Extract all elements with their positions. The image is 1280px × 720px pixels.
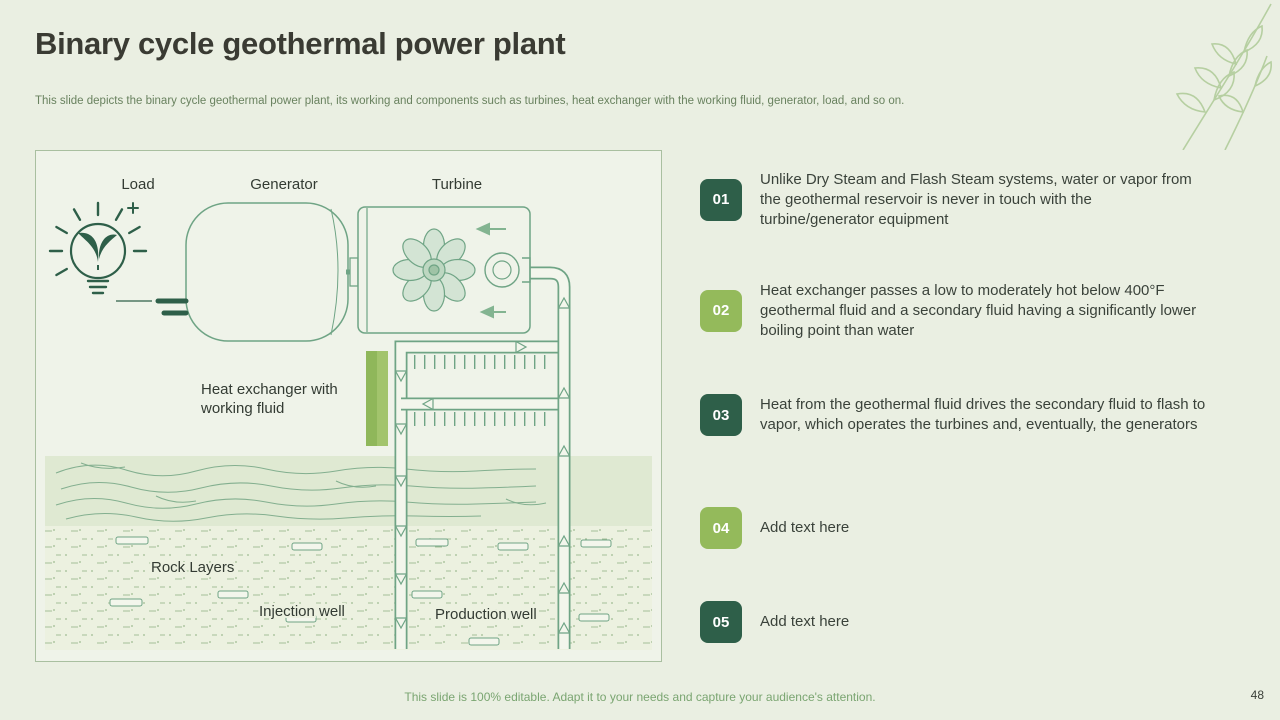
point-text: Heat from the geothermal fluid drives th… bbox=[760, 396, 1206, 433]
grass-strokes bbox=[55, 462, 547, 522]
numbered-point-01: 01 Unlike Dry Steam and Flash Steam syst… bbox=[700, 170, 1210, 229]
page-number: 48 bbox=[1250, 688, 1264, 702]
point-text: Unlike Dry Steam and Flash Steam systems… bbox=[760, 171, 1192, 228]
label-generator: Generator bbox=[250, 176, 318, 193]
diagram-panel: Load Generator Turbine Heat exchanger wi… bbox=[35, 150, 662, 662]
label-rock-layers: Rock Layers bbox=[151, 559, 234, 576]
point-text: Heat exchanger passes a low to moderatel… bbox=[760, 282, 1197, 339]
turbine-flow-arrows bbox=[475, 222, 506, 319]
numbered-point-03: 03 Heat from the geothermal fluid drives… bbox=[700, 394, 1210, 436]
turbine-shape bbox=[357, 206, 531, 334]
label-heat-exchanger-line1: Heat exchanger with bbox=[201, 381, 338, 398]
generator-shape bbox=[185, 202, 360, 342]
page-title: Binary cycle geothermal power plant bbox=[35, 26, 566, 61]
label-production-well: Production well bbox=[435, 606, 537, 623]
rock-slots bbox=[109, 536, 612, 646]
point-number-badge: 01 bbox=[700, 178, 742, 221]
label-injection-well: Injection well bbox=[259, 603, 345, 620]
geothermal-diagram: Load Generator Turbine Heat exchanger wi… bbox=[45, 176, 652, 650]
point-number-badge: 03 bbox=[700, 394, 742, 436]
load-bulb-icon bbox=[48, 201, 189, 316]
slide-subtitle: This slide depicts the binary cycle geot… bbox=[35, 95, 905, 107]
leaf-decoration bbox=[1165, 0, 1280, 155]
point-text: Add text here bbox=[760, 613, 850, 631]
numbered-point-05: 05 Add text here bbox=[700, 601, 1210, 643]
leaf-icon bbox=[1175, 3, 1272, 151]
point-text: Add text here bbox=[760, 519, 850, 537]
label-load: Load bbox=[121, 176, 154, 193]
flow-arrows bbox=[394, 296, 571, 634]
heat-exchanger-block bbox=[366, 351, 388, 446]
point-number-badge: 04 bbox=[700, 507, 742, 549]
point-number-badge: 05 bbox=[700, 601, 742, 643]
rock-texture bbox=[45, 526, 652, 650]
point-number-badge: 02 bbox=[700, 289, 742, 332]
label-turbine: Turbine bbox=[432, 176, 482, 193]
numbered-point-04: 04 Add text here bbox=[700, 507, 1210, 549]
label-heat-exchanger-line2: working fluid bbox=[200, 400, 284, 417]
numbered-point-02: 02 Heat exchanger passes a low to modera… bbox=[700, 281, 1210, 340]
grass-layer bbox=[45, 456, 652, 526]
footer-note: This slide is 100% editable. Adapt it to… bbox=[404, 690, 876, 704]
fan-icon bbox=[392, 228, 476, 312]
